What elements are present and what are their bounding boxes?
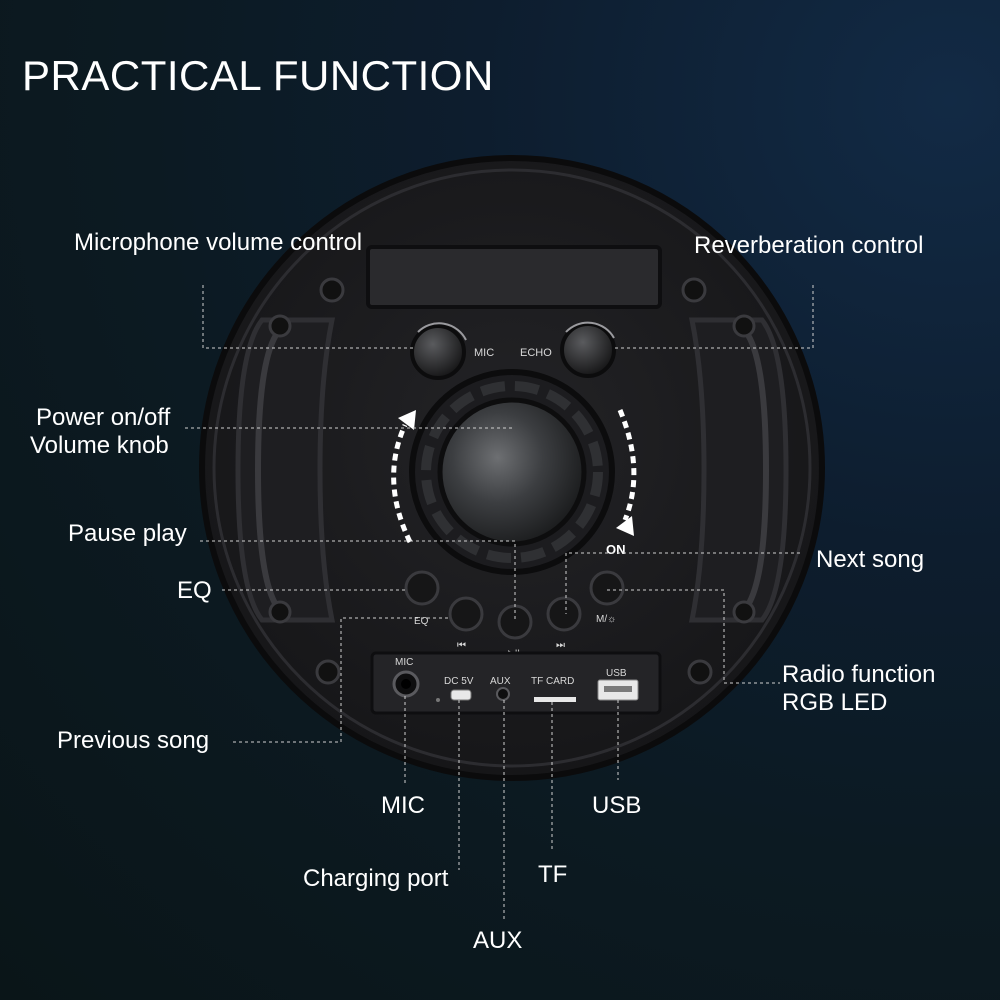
callout-mic: MIC — [381, 792, 425, 819]
callout-reverb: Reverberation control — [694, 232, 924, 259]
prev-icon: ⏮ — [457, 640, 466, 651]
port-usb-label: USB — [606, 668, 627, 679]
port-mic-label: MIC — [395, 657, 413, 668]
port-tf-label: TF CARD — [531, 676, 574, 687]
btn-mode-label: M/☼ — [596, 614, 616, 625]
callout-tf: TF — [538, 861, 568, 888]
knob-echo-label: ECHO — [520, 347, 552, 359]
knob-mic-label: MIC — [474, 347, 494, 359]
mic-jack[interactable] — [392, 670, 420, 698]
next-icon: ⏭ — [556, 640, 565, 651]
rotation-arrow-left-icon — [391, 410, 416, 544]
aux-jack[interactable] — [496, 687, 510, 701]
mode-button[interactable] — [589, 570, 625, 606]
port-panel — [370, 651, 662, 715]
previous-song-button[interactable] — [448, 596, 484, 632]
callout-radio-line2: RGB LED — [782, 689, 888, 716]
led-indicator — [436, 698, 440, 702]
callout-usb: USB — [592, 792, 642, 819]
callout-pause-play: Pause play — [68, 520, 187, 547]
callout-power-line2: Volume knob — [30, 432, 169, 459]
port-aux-label: AUX — [490, 676, 511, 687]
rotation-arrow-right-icon — [616, 409, 637, 536]
tf-card-slot[interactable] — [534, 697, 576, 702]
echo-knob[interactable] — [560, 321, 616, 378]
mic-volume-knob[interactable] — [410, 322, 467, 380]
callout-eq: EQ — [177, 577, 212, 604]
charging-port[interactable] — [450, 689, 472, 701]
callout-power-line1: Power on/off — [36, 404, 171, 431]
page-title: PRACTICAL FUNCTION — [22, 52, 494, 99]
callout-charging-port: Charging port — [303, 865, 449, 892]
callout-previous-song: Previous song — [57, 727, 210, 754]
usb-port[interactable] — [597, 679, 639, 701]
callout-next-song: Next song — [816, 546, 925, 573]
callout-radio-line1: Radio function — [782, 661, 936, 688]
callout-aux: AUX — [473, 927, 523, 954]
leader-lines — [185, 285, 814, 920]
port-dc-label: DC 5V — [444, 676, 474, 687]
callout-mic-volume: Microphone volume control — [74, 229, 363, 256]
on-label: ON — [606, 542, 626, 557]
btn-eq-label: EQ — [414, 616, 429, 627]
eq-button[interactable] — [404, 570, 440, 606]
power-volume-knob[interactable] — [409, 369, 615, 575]
next-song-button[interactable] — [546, 596, 582, 632]
